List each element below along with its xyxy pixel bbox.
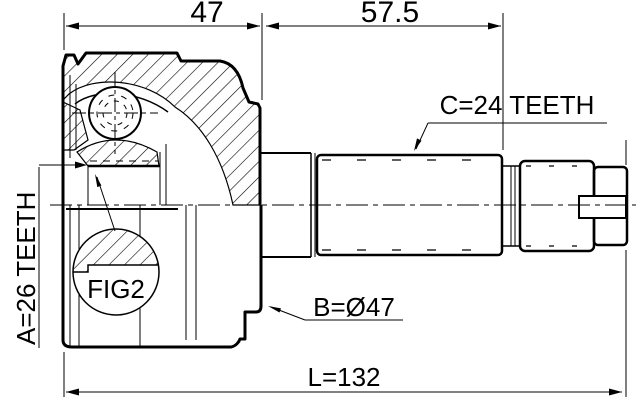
- dimension-length-value: L=132: [307, 362, 380, 392]
- dimension-47: 47: [63, 0, 263, 100]
- label-inner-spline: A=26 TEETH: [11, 161, 87, 348]
- detail-profile: [73, 264, 159, 273]
- inner-race-hatch: [76, 139, 160, 167]
- arrowhead: [266, 22, 279, 30]
- dimension-47-value: 47: [190, 0, 223, 29]
- label-body-diameter: B=Ø47: [268, 292, 403, 322]
- inner-spline-bore: [87, 144, 167, 205]
- arrowhead: [488, 22, 501, 30]
- body-diameter-text: B=Ø47: [313, 292, 395, 322]
- cotter-pin-slot: [578, 195, 627, 219]
- arrowhead: [66, 22, 79, 30]
- housing-outline-bottom: [61, 205, 263, 349]
- dimension-57-5: 57.5: [266, 0, 504, 150]
- fig2-label: FIG2: [87, 274, 145, 304]
- inner-spline-text: A=26 TEETH: [11, 192, 41, 345]
- detail-circle: [72, 228, 160, 316]
- fig2-detail: FIG2: [72, 174, 160, 316]
- fig2-leader-arrowhead: [95, 174, 102, 188]
- outer-spline-text: C=24 TEETH: [440, 90, 595, 120]
- housing-outline-top: [61, 51, 262, 205]
- leader-arrowhead: [75, 161, 87, 169]
- leader-arrowhead: [414, 138, 422, 151]
- detail-hatch: [73, 229, 159, 272]
- label-outer-spline: C=24 TEETH: [414, 90, 607, 151]
- arrowhead: [66, 388, 79, 396]
- arrowhead: [609, 388, 622, 396]
- ball-bearing: [72, 72, 158, 154]
- arrowhead: [247, 22, 260, 30]
- dimension-57-5-value: 57.5: [361, 0, 419, 29]
- dimension-total-length: L=132: [63, 140, 627, 397]
- leader-arrowhead: [268, 306, 281, 313]
